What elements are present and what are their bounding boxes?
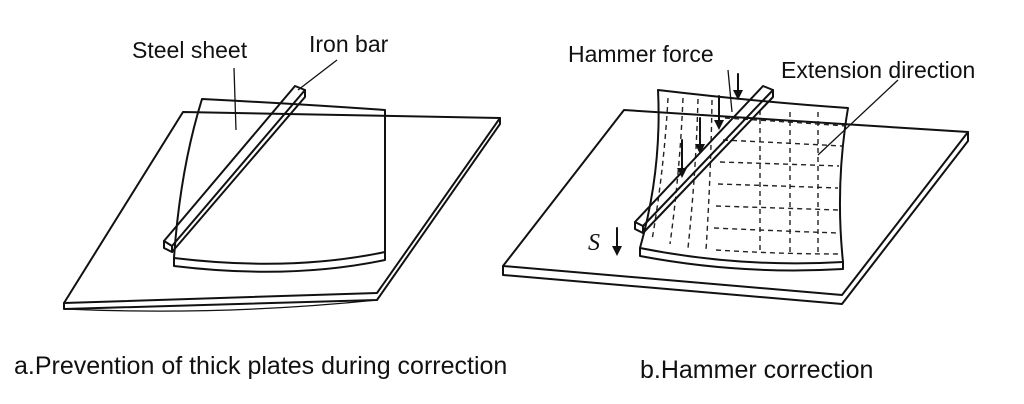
- label-extension-direction: Extension direction: [781, 57, 975, 83]
- caption-a: a.Prevention of thick plates during corr…: [14, 352, 507, 380]
- base-plate-a: [64, 112, 500, 311]
- s-direction-arrow: S: [588, 228, 622, 256]
- label-iron-bar: Iron bar: [309, 31, 389, 57]
- leader-sheet: [234, 68, 236, 130]
- leader-extension: [818, 80, 898, 155]
- leader-force: [728, 70, 732, 112]
- caption-b: b.Hammer correction: [640, 356, 873, 384]
- figure-b: S Hammer force Extension direction b.Ham…: [503, 41, 975, 384]
- steel-sheet: [174, 99, 385, 272]
- label-steel-sheet: Steel sheet: [132, 37, 248, 63]
- figure-a: Steel sheet Iron bar a.Prevention of thi…: [14, 31, 507, 380]
- leader-bar: [298, 60, 337, 90]
- label-s: S: [588, 230, 600, 256]
- label-hammer-force: Hammer force: [568, 41, 714, 67]
